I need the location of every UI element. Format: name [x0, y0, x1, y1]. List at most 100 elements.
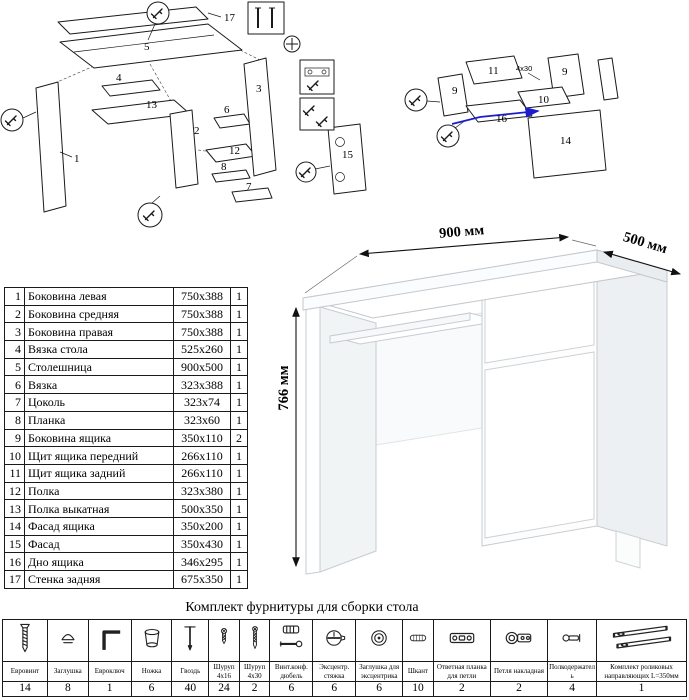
width-dimension-arrow	[358, 233, 570, 258]
part-name: Столешница	[24, 357, 174, 377]
hw-icon-cell	[402, 619, 434, 662]
part-qty: 1	[230, 322, 248, 342]
part-name: Полка выкатная	[24, 499, 174, 518]
hw-qty-cell: 4	[547, 681, 598, 697]
part-name: Вязка	[24, 375, 174, 395]
hw-name-cell: Винт.конф. дюбель	[269, 661, 314, 682]
part-num: 9	[4, 428, 25, 448]
part-qty: 1	[230, 410, 248, 430]
drawer-side-left	[437, 73, 469, 117]
hw-icon-cell	[2, 619, 48, 662]
hw-name-cell: Шуруп 4x30	[238, 661, 271, 682]
hw-qty-cell: 2	[489, 681, 549, 697]
hw-icon-cell	[269, 619, 314, 662]
part-qty: 1	[230, 304, 248, 324]
part-label-3: 3	[256, 83, 262, 95]
hw-qty-cell: 40	[171, 681, 210, 697]
hw-name-cell: Гвоздь	[171, 661, 210, 682]
part-brace	[213, 113, 251, 129]
hw-icon-cell	[596, 619, 687, 662]
depth-dimension-arrow	[602, 250, 682, 276]
hardware-box-hinge-plate	[299, 59, 335, 95]
hw-name-cell: Шуруп 4x16	[208, 661, 240, 682]
part-num: 6	[4, 375, 25, 395]
part-label-9b: 9	[562, 66, 568, 78]
part-name: Полка	[24, 481, 174, 501]
hardware-qty-row: 14 8 1 6 40 24 2 6 6 6 10 2 2 4 1	[2, 681, 687, 697]
part-label-15: 15	[342, 149, 354, 161]
drawer-slides-icon	[612, 625, 671, 649]
hw-qty-cell: 6	[312, 681, 357, 697]
part-label-6: 6	[224, 104, 230, 116]
leg-icon	[144, 628, 159, 648]
minifix-bolt-icon	[280, 625, 303, 648]
part-num: 5	[4, 357, 25, 377]
blue-assembly-arrow	[451, 106, 540, 125]
part-size: 323x380	[173, 481, 231, 501]
part-name: Боковина левая	[24, 287, 174, 306]
desk-foot	[615, 530, 641, 569]
part-size: 350x430	[173, 534, 231, 554]
cam-cap-icon	[371, 630, 387, 646]
part-name: Фасад	[24, 534, 174, 554]
height-dimension-label: 766 мм	[276, 365, 292, 410]
part-label-13: 13	[146, 99, 158, 111]
width-dimension-label: 900 мм	[439, 222, 485, 242]
part-label-17: 17	[224, 12, 236, 24]
part-qty: 1	[230, 499, 248, 518]
shelf-pin-icon	[562, 634, 581, 642]
hw-icon-cell	[547, 619, 598, 662]
part-middle-side	[169, 109, 199, 189]
part-name: Цоколь	[24, 393, 174, 412]
part-qty: 1	[230, 446, 248, 465]
desk-left-panel-edge	[305, 306, 321, 575]
desk-left-panel-inner	[319, 306, 377, 573]
dowel-icon	[409, 634, 427, 642]
screw-size-note: 4x30	[516, 64, 532, 73]
part-worktop	[59, 23, 243, 69]
part-strip	[211, 169, 251, 183]
part-name: Щит ящика передний	[24, 446, 174, 465]
hw-qty-cell: 6	[269, 681, 314, 697]
hardware-kit-table: Евровинт Заглушка Евроключ Ножка Гвоздь …	[2, 619, 687, 697]
part-size: 323x74	[173, 393, 231, 412]
part-label-7: 7	[246, 181, 252, 193]
part-label-14: 14	[560, 135, 572, 147]
part-size: 266x110	[173, 463, 231, 483]
hw-name-cell: Ответная планка для петли	[432, 661, 491, 682]
hw-qty-cell: 2	[432, 681, 491, 697]
hw-icon-cell	[238, 619, 271, 662]
desk-door-front	[484, 351, 595, 539]
hw-name-cell: Петля накладная	[489, 661, 549, 682]
part-size: 750x388	[173, 322, 231, 342]
part-size: 346x295	[173, 552, 231, 571]
hw-qty-cell: 1	[87, 681, 132, 697]
part-num: 16	[4, 552, 25, 571]
part-num: 14	[4, 516, 25, 536]
part-size: 675x350	[173, 570, 231, 589]
part-qty: 1	[230, 481, 248, 501]
hw-qty-cell: 6	[130, 681, 173, 697]
hw-qty-cell: 10	[402, 681, 434, 697]
hardware-box-dowels	[247, 1, 285, 35]
hw-qty-cell: 1	[596, 681, 687, 697]
exploded-desk-diagram: 17 5 1 4 13 2 6 12 8 7 3 15	[0, 1, 367, 228]
part-name: Фасад ящика	[24, 516, 174, 536]
part-qty: 1	[230, 516, 248, 536]
part-name: Боковина ящика	[24, 428, 174, 448]
part-qty: 1	[230, 552, 248, 571]
hw-icon-cell	[208, 619, 240, 662]
hw-icon-cell	[355, 619, 404, 662]
hw-icon-cell	[171, 619, 210, 662]
part-label-16: 16	[496, 113, 508, 125]
